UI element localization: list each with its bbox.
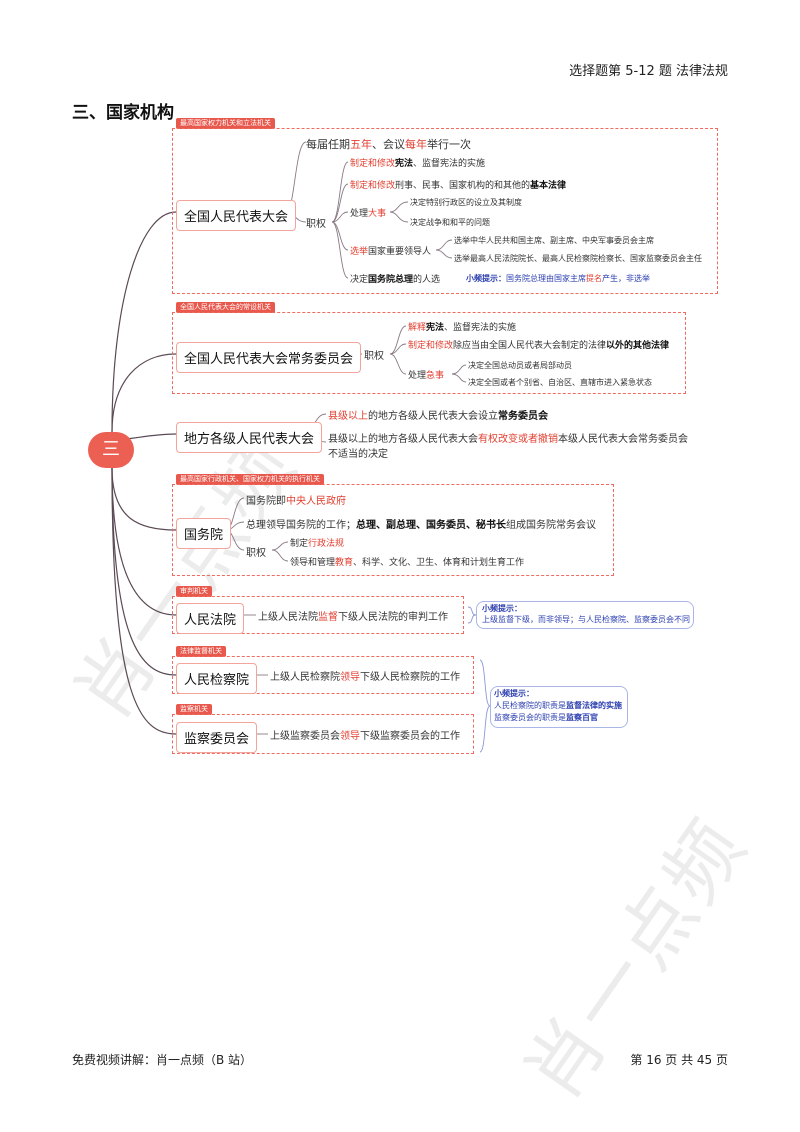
tip2-line-1: 人民检察院的职责是监督法律的实施 xyxy=(494,701,622,710)
npc-power-4-sub-2: 选举最高人民法院院长、最高人民检察院检察长、国家监察委员会主任 xyxy=(454,254,702,263)
court-tag: 审判机关 xyxy=(176,586,212,597)
npcsc-tag: 全国人民代表大会的常设机关 xyxy=(176,302,275,313)
local-node: 地方各级人民代表大会 xyxy=(176,422,323,453)
npcsc-power-3: 处理急事 xyxy=(408,371,445,381)
npc-power-4: 选举国家重要领导人 xyxy=(350,247,432,257)
npc-tip: 小频提示：国务院总理由国家主席提名产生，非选举 xyxy=(466,274,650,283)
npc-power-2: 制定和修改刑事、民事、国家机构的和其他的基本法律 xyxy=(350,181,567,191)
local-line-2-cont: 不适当的决定 xyxy=(328,449,388,460)
procuratorate-node: 人民检察院 xyxy=(176,663,258,694)
footer-left: 免费视频讲解：肖一点频（B 站） xyxy=(72,1053,253,1067)
npc-power-3-sub-1: 决定特别行政区的设立及其制度 xyxy=(410,198,522,207)
npc-power-3-sub-2: 决定战争和和平的问题 xyxy=(410,218,490,227)
local-line-1: 县级以上的地方各级人民代表大会设立常务委员会 xyxy=(328,411,548,422)
npc-power-3: 处理大事 xyxy=(350,209,387,219)
state-council-node: 国务院 xyxy=(176,518,232,549)
npcsc-box xyxy=(172,312,686,394)
state-council-tag: 最高国家行政机关、国家权力机关的执行机关 xyxy=(176,474,324,485)
state-council-line-2: 总理领导国务院的工作；总理、副总理、国务委员、秘书长组成国务院常务会议 xyxy=(246,520,596,531)
tip2-title: 小频提示： xyxy=(494,689,534,698)
supervision-box xyxy=(172,714,474,754)
tip2-line-2: 监察委员会的职责是监察百官 xyxy=(494,713,598,722)
npc-box xyxy=(172,128,718,294)
npc-node: 全国人民代表大会 xyxy=(176,200,297,231)
local-line-2: 县级以上的地方各级人民代表大会有权改变或者撤销本级人民代表大会常务委员会 xyxy=(328,434,688,445)
npc-tag: 最高国家权力机关和立法机关 xyxy=(176,118,275,129)
state-council-power-1: 制定行政法规 xyxy=(290,539,345,549)
supervision-text: 上级监察委员会领导下级监察委员会的工作 xyxy=(270,731,460,742)
npc-power-5: 决定国务院总理的人选 xyxy=(350,275,441,285)
court-tip-title: 小频提示： xyxy=(482,604,522,613)
npcsc-powers-label: 职权 xyxy=(364,351,384,362)
npcsc-node: 全国人民代表大会常务委员会 xyxy=(176,342,362,373)
court-tip-text: 上级监督下级，而非领导；与人民检察院、监察委员会不同 xyxy=(482,615,690,624)
state-council-box xyxy=(172,484,614,576)
court-node: 人民法院 xyxy=(176,603,245,634)
footer-page-number: 第 16 页 共 45 页 xyxy=(630,1053,728,1067)
npcsc-power-3-sub-1: 决定全国总动员或者局部动员 xyxy=(468,361,572,370)
npcsc-power-3-sub-2: 决定全国或者个别省、自治区、直辖市进入紧急状态 xyxy=(468,378,652,387)
court-tip-box xyxy=(476,601,694,629)
npc-term: 每届任期五年、会议每年举行一次 xyxy=(306,138,471,151)
npc-power-4-sub-1: 选举中华人民共和国主席、副主席、中央军事委员会主席 xyxy=(454,236,654,245)
state-council-line-1: 国务院即中央人民政府 xyxy=(246,496,346,507)
procuratorate-tag: 法律监督机关 xyxy=(176,646,226,657)
tip2-box xyxy=(490,686,628,728)
procuratorate-text: 上级人民检察院领导下级人民检察院的工作 xyxy=(270,672,460,683)
supervision-node: 监察委员会 xyxy=(176,722,258,753)
page-header: 选择题第 5-12 题 法律法规 xyxy=(569,64,728,79)
npc-powers-label: 职权 xyxy=(306,219,326,230)
state-council-power-2: 领导和管理教育、科学、文化、卫生、体育和计划生育工作 xyxy=(290,558,525,568)
court-text: 上级人民法院监督下级人民法院的审判工作 xyxy=(258,612,448,623)
center-node: 三 xyxy=(88,432,134,468)
supervision-tag: 监察机关 xyxy=(176,704,212,715)
procuratorate-box xyxy=(172,656,474,694)
court-box xyxy=(172,596,464,634)
npc-power-1: 制定和修改宪法、监督宪法的实施 xyxy=(350,159,486,169)
npcsc-power-1: 解释宪法、监督宪法的实施 xyxy=(408,323,517,333)
state-council-powers-label: 职权 xyxy=(246,548,266,559)
section-title: 三、国家机构 xyxy=(72,103,174,123)
npcsc-power-2: 制定和修改除应当由全国人民代表大会制定的法律以外的其他法律 xyxy=(408,341,670,351)
